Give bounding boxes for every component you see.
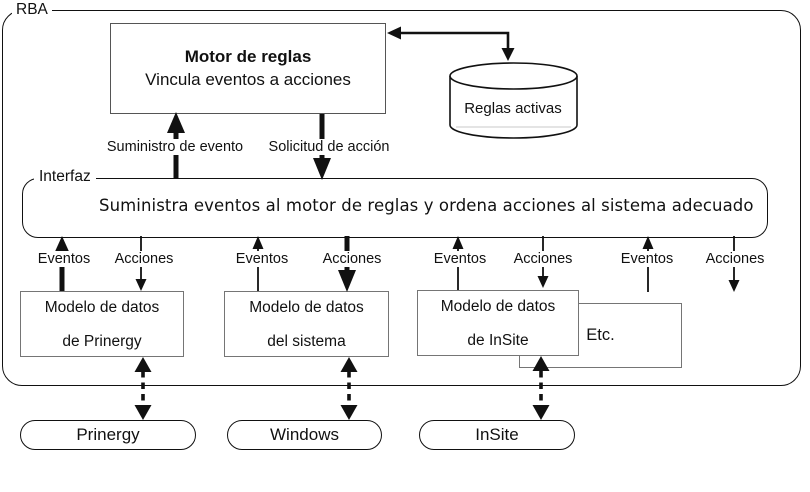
data-model-sistema-line2: del sistema: [267, 333, 346, 350]
channel-3-acciones-label: Acciones: [703, 251, 767, 267]
channel-2-acciones-label: Acciones: [511, 251, 575, 267]
channel-0-eventos-label: Eventos: [35, 251, 93, 267]
interface-label: Interfaz: [34, 168, 96, 186]
system-insite-label: InSite: [475, 425, 519, 444]
system-prinergy-pill: Prinergy: [20, 420, 196, 450]
data-model-prinergy-line1: Modelo de datos: [44, 299, 160, 316]
data-model-sistema-box: Modelo de datos del sistema: [224, 291, 389, 357]
channel-2-eventos-label: Eventos: [431, 251, 489, 267]
system-windows-label: Windows: [270, 425, 339, 444]
interface-description: Suministra eventos al motor de reglas y …: [99, 196, 754, 215]
interface-box: [22, 178, 768, 238]
data-model-prinergy-box: Modelo de datos de Prinergy: [20, 291, 184, 357]
system-windows-pill: Windows: [227, 420, 382, 450]
rba-container: [2, 10, 801, 386]
data-model-prinergy-line2: de Prinergy: [62, 333, 142, 350]
channel-0-acciones-label: Acciones: [112, 251, 176, 267]
rba-label: RBA: [12, 1, 52, 19]
active-rules-label: Reglas activas: [464, 100, 562, 117]
etc-label: Etc.: [586, 326, 615, 344]
rules-engine-title: Motor de reglas: [184, 47, 312, 66]
system-prinergy-label: Prinergy: [76, 425, 140, 444]
rules-engine-box: Motor de reglas Vincula eventos a accion…: [110, 23, 386, 114]
event-supply-label: Suministro de evento: [104, 139, 246, 155]
rules-engine-subtitle: Vincula eventos a acciones: [145, 70, 351, 89]
action-request-label: Solicitud de acción: [266, 139, 392, 155]
channel-1-acciones-label: Acciones: [320, 251, 384, 267]
channel-1-eventos-label: Eventos: [233, 251, 291, 267]
data-model-insite-box: Modelo de datos de InSite: [417, 290, 579, 356]
data-model-sistema-line1: Modelo de datos: [249, 299, 364, 316]
data-model-insite-line1: Modelo de datos: [440, 298, 556, 315]
channel-3-eventos-label: Eventos: [618, 251, 676, 267]
data-model-insite-line2: de InSite: [467, 332, 529, 349]
system-insite-pill: InSite: [419, 420, 575, 450]
